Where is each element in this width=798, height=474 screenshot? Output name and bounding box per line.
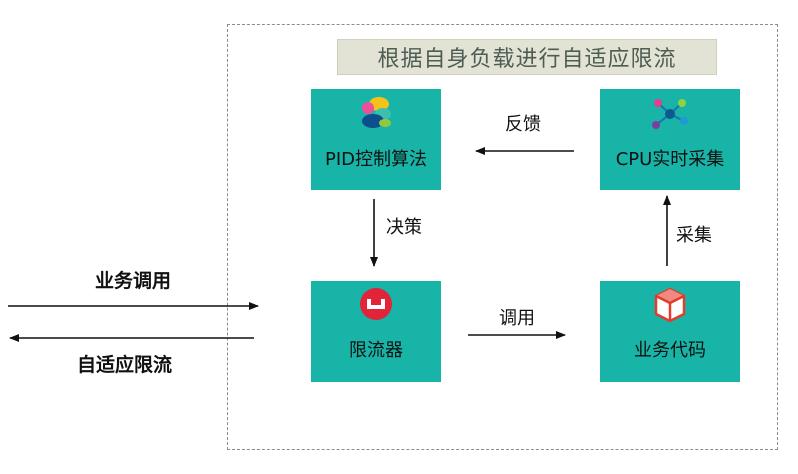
- label-business-call: 业务调用: [95, 270, 172, 292]
- node-limiter-label: 限流器: [349, 340, 403, 361]
- edge-label-collect: 采集: [676, 225, 712, 246]
- edge-label-decision: 决策: [386, 217, 422, 238]
- couchbase-logo-icon: [360, 288, 392, 320]
- node-pid-controller: PID控制算法: [311, 89, 441, 190]
- node-cpu-collector: CPU实时采集: [600, 89, 740, 190]
- node-cpu-label: CPU实时采集: [615, 149, 725, 170]
- cube-box-icon: [654, 287, 686, 323]
- node-pid-label: PID控制算法: [324, 149, 428, 170]
- label-adaptive-limit: 自适应限流: [77, 354, 173, 376]
- edge-label-invoke: 调用: [499, 308, 535, 329]
- network-nodes-icon: [652, 99, 688, 129]
- node-biz-label: 业务代码: [634, 340, 706, 361]
- node-business-code: 业务代码: [600, 281, 740, 382]
- diagram-title: 根据自身负载进行自适应限流: [337, 39, 717, 75]
- node-rate-limiter: 限流器: [311, 281, 441, 382]
- edge-label-feedback: 反馈: [505, 114, 541, 135]
- elastic-logo-icon: [362, 97, 391, 128]
- adaptive-limit-boundary: [227, 24, 778, 450]
